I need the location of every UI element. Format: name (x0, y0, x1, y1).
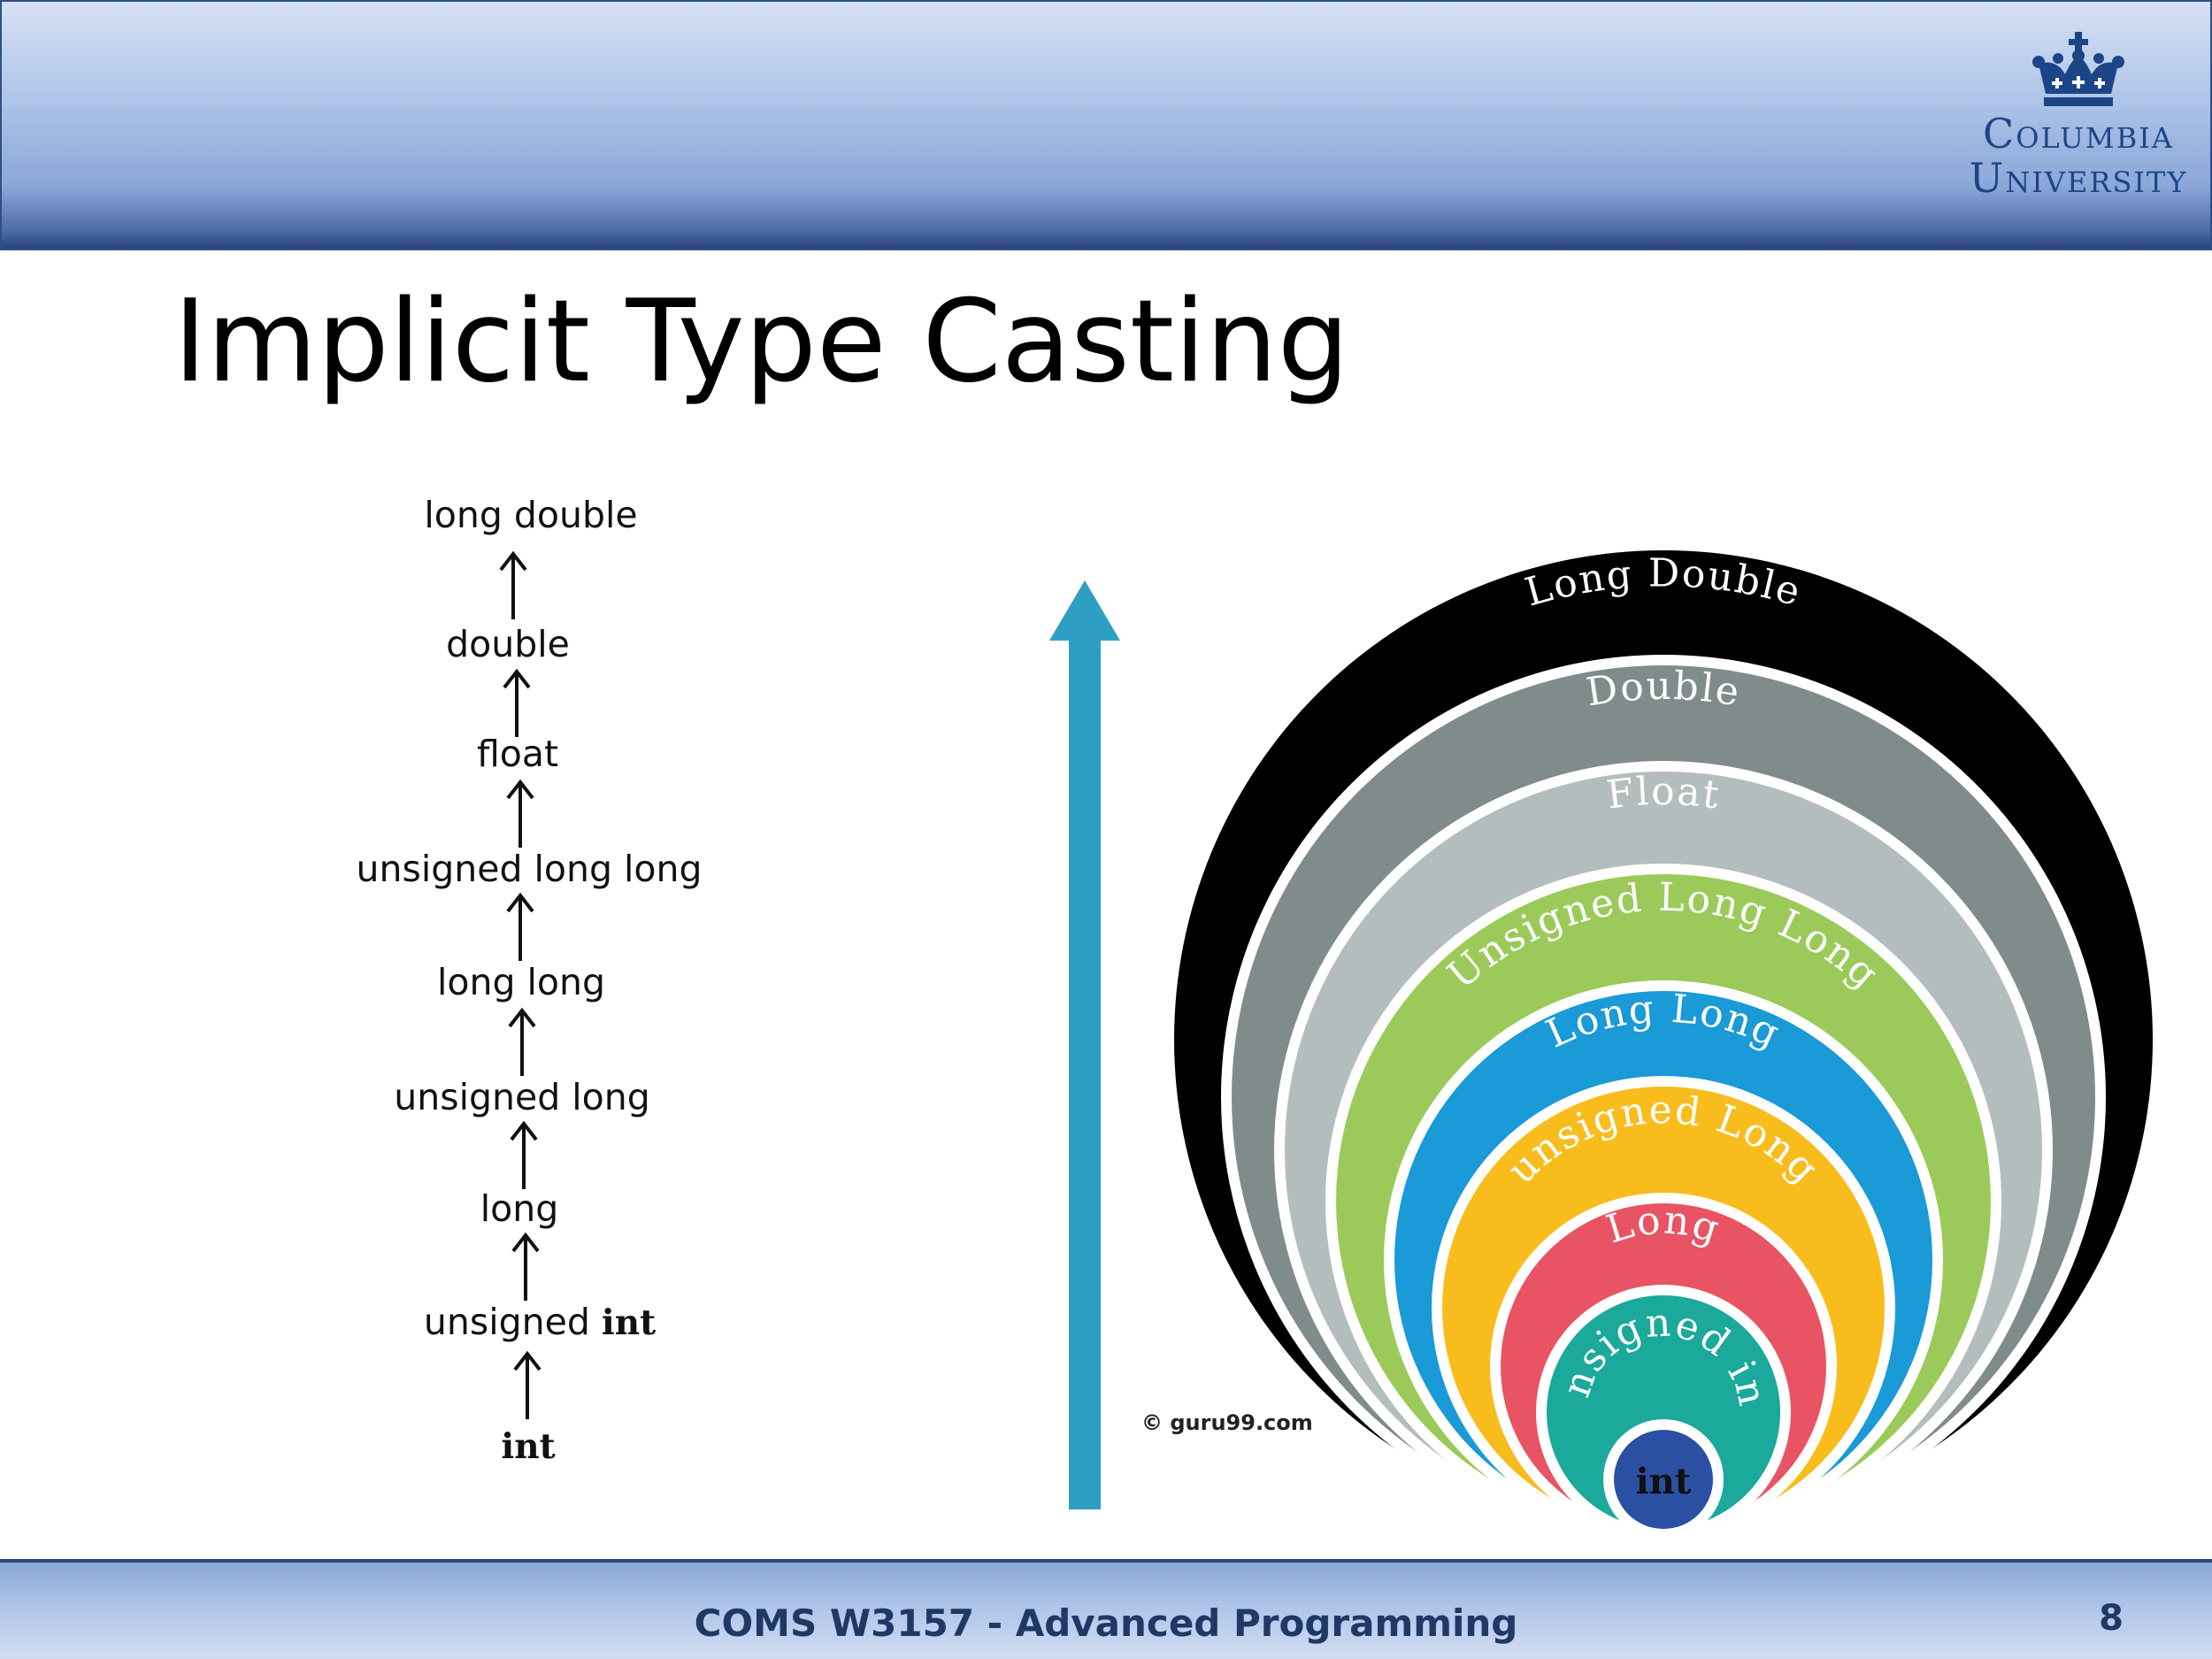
up-arrow-icon (506, 779, 534, 848)
slide-title: Implicit Type Casting (173, 276, 1349, 408)
type-promotion-chain: long double double float unsigned long l… (0, 0, 796, 1504)
chain-item: double (446, 623, 570, 665)
page-number: 8 (2099, 1598, 2124, 1639)
chain-item-bottom: int (501, 1426, 556, 1467)
up-arrow-icon (508, 1007, 536, 1076)
ring-label: Float (1604, 769, 1723, 818)
chain-item: long (480, 1187, 559, 1230)
header-bar: Columbia University (0, 0, 2212, 250)
chain-item: unsigned long (394, 1076, 650, 1118)
columbia-logo: Columbia University (1959, 32, 2198, 200)
up-arrow-icon (513, 1350, 541, 1419)
logo-line-2: University (1969, 154, 2188, 202)
up-arrow-icon (510, 1120, 538, 1189)
up-arrow-icon (499, 550, 527, 619)
course-name: COMS W3157 - Advanced Programming (694, 1601, 1518, 1645)
footer-bar: COMS W3157 - Advanced Programming 8 (0, 1559, 2212, 1659)
chain-int-suffix: int (601, 1302, 657, 1343)
up-arrow-icon (511, 1232, 540, 1301)
type-ring (1614, 1430, 1713, 1529)
chain-item: unsigned long long (356, 848, 703, 890)
ring-label: Double (1583, 664, 1744, 716)
chain-item: float (476, 733, 559, 775)
upward-blue-arrow (1049, 580, 1120, 1509)
guru99-copyright: © guru99.com (1141, 1410, 1313, 1435)
up-arrow-icon (503, 668, 531, 737)
chain-unsigned-prefix: unsigned (423, 1301, 590, 1343)
chain-item: long long (436, 961, 606, 1003)
crown-icon (2032, 32, 2124, 106)
chain-item-unsigned-int: unsigned int (424, 1301, 656, 1343)
logo-line-1: Columbia (1983, 110, 2174, 157)
ring-label: int (1636, 1461, 1692, 1502)
up-arrow-icon (506, 892, 534, 961)
chain-item-top: long double (424, 494, 638, 536)
